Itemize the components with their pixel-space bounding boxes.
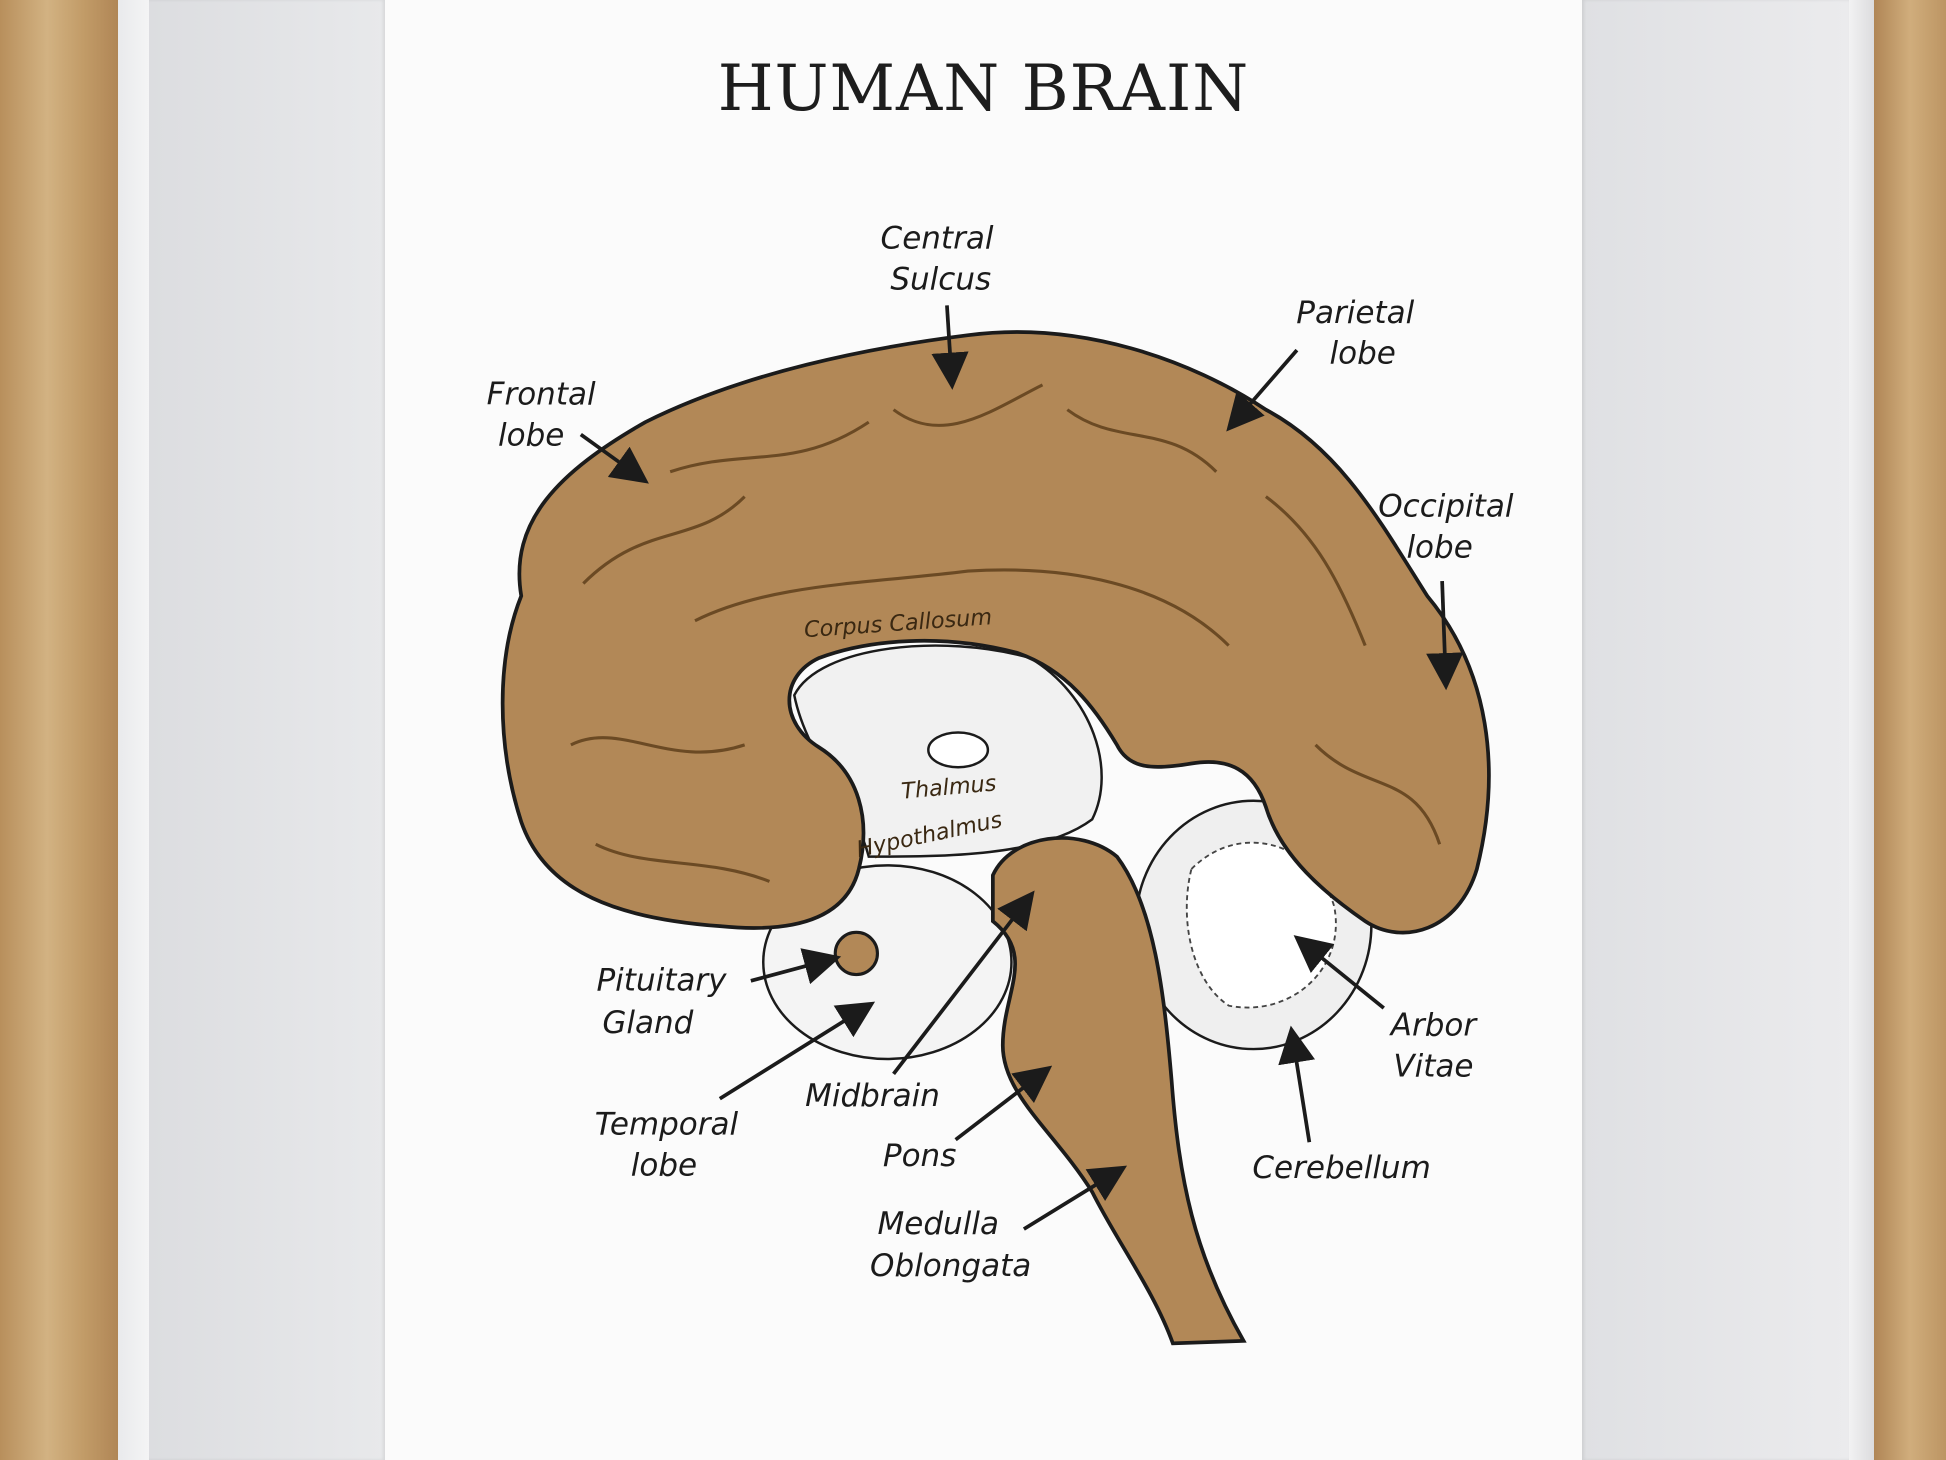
arrow-pituitary-gland <box>750 948 842 985</box>
svg-text:Midbrain: Midbrain <box>805 1078 940 1114</box>
arrow-central-sulcus <box>931 305 969 390</box>
arrow-temporal-lobe <box>718 1001 876 1101</box>
arrow-arbor-vitae <box>1293 935 1385 1010</box>
frame-inner-edge-right <box>1849 0 1874 1460</box>
callout-pons: Pons <box>883 1065 1053 1174</box>
arrow-cerebellum <box>1278 1025 1316 1143</box>
mat-right <box>1582 0 1849 1460</box>
pituitary-gland-drawing <box>833 930 879 977</box>
svg-text:Cerebellum: Cerebellum <box>1252 1150 1430 1186</box>
brainstem-shape <box>990 836 1247 1346</box>
thalamus-nucleus <box>927 731 990 769</box>
mat-left <box>149 0 385 1460</box>
arrow-midbrain <box>892 890 1035 1076</box>
wooden-frame-right <box>1874 0 1946 1460</box>
arrow-pons <box>954 1065 1053 1142</box>
wooden-frame-left <box>0 0 118 1460</box>
cerebrum-shape <box>500 330 1491 935</box>
frame-inner-edge-left <box>118 0 149 1460</box>
arrow-frontal-lobe <box>579 433 649 484</box>
callout-cerebellum: Cerebellum <box>1252 1025 1431 1186</box>
arrow-parietal-lobe <box>1226 348 1299 432</box>
svg-text:Pons: Pons <box>883 1138 956 1174</box>
gyri-texture <box>570 383 1442 883</box>
callout-midbrain: Midbrain <box>805 890 1035 1114</box>
arrow-medulla-oblongata <box>1022 1165 1128 1231</box>
arrow-occipital-lobe <box>1426 580 1464 691</box>
poster-title: HUMAN BRAIN <box>717 52 1250 126</box>
